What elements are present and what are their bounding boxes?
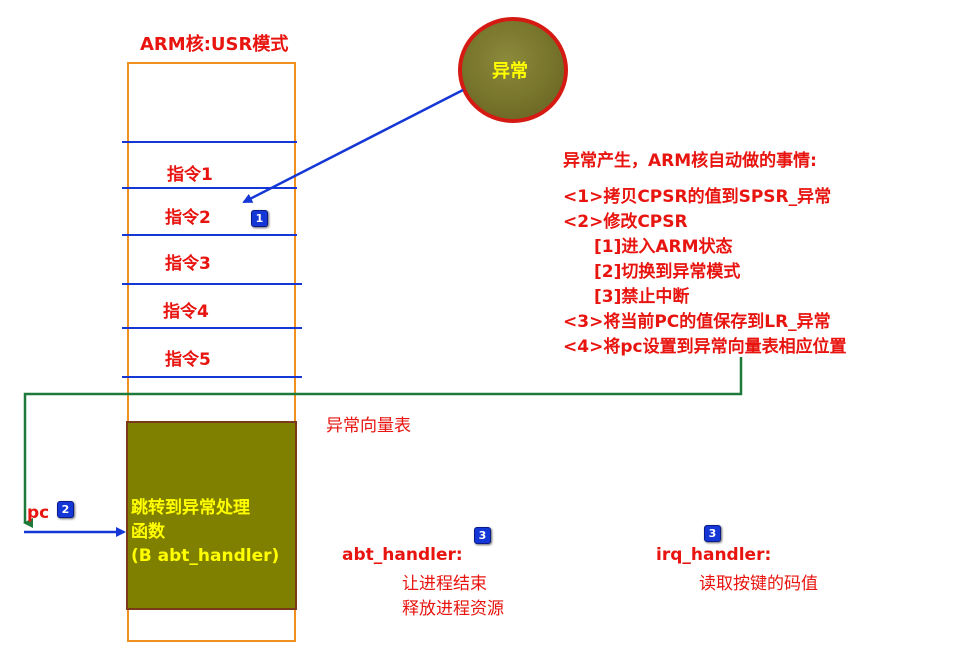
instruction-2: 指令2	[165, 208, 211, 228]
exception-arrow	[242, 88, 464, 204]
step-2-sub-2: [2]切换到异常模式	[594, 262, 741, 282]
exception-circle	[458, 17, 568, 123]
step-badge-1: 1	[251, 210, 268, 227]
column-title: ARM核:USR模式	[140, 34, 289, 55]
abt-handler-title: abt_handler:	[342, 545, 463, 565]
pc-set-path	[23, 357, 743, 528]
step-1: <1>拷贝CPSR的值到SPSR_异常	[563, 187, 832, 207]
vector-entry-box	[126, 421, 297, 610]
irq-handler-line-1: 读取按键的码值	[699, 574, 818, 594]
pc-label: pc	[27, 503, 50, 523]
steps-heading: 异常产生，ARM核自动做的事情:	[563, 151, 817, 171]
vector-table-label: 异常向量表	[326, 416, 411, 436]
step-3: <3>将当前PC的值保存到LR_异常	[563, 312, 831, 332]
exception-label: 异常	[492, 61, 528, 82]
irq-handler-title: irq_handler:	[656, 545, 772, 565]
step-badge-2: 2	[57, 501, 74, 518]
step-badge-3-irq: 3	[704, 525, 721, 542]
vector-entry-line-1: 跳转到异常处理	[131, 498, 250, 518]
step-badge-3-abt: 3	[474, 527, 491, 544]
step-2-sub-3: [3]禁止中断	[594, 287, 690, 307]
abt-handler-line-2: 释放进程资源	[402, 599, 504, 619]
instruction-4: 指令4	[163, 302, 209, 322]
vector-entry-text: 跳转到异常处理 函数 (B abt_handler)	[131, 496, 279, 568]
vector-entry-line-3: (B abt_handler)	[131, 546, 280, 566]
memory-column	[127, 62, 296, 642]
vector-entry-line-2: 函数	[131, 522, 165, 542]
instruction-3: 指令3	[165, 254, 211, 274]
abt-handler-line-1: 让进程结束	[402, 574, 487, 594]
instruction-5: 指令5	[165, 350, 211, 370]
step-4: <4>将pc设置到异常向量表相应位置	[563, 337, 847, 357]
instruction-1: 指令1	[167, 165, 213, 185]
step-2-sub-1: [1]进入ARM状态	[594, 237, 733, 257]
step-2: <2>修改CPSR	[563, 212, 688, 232]
